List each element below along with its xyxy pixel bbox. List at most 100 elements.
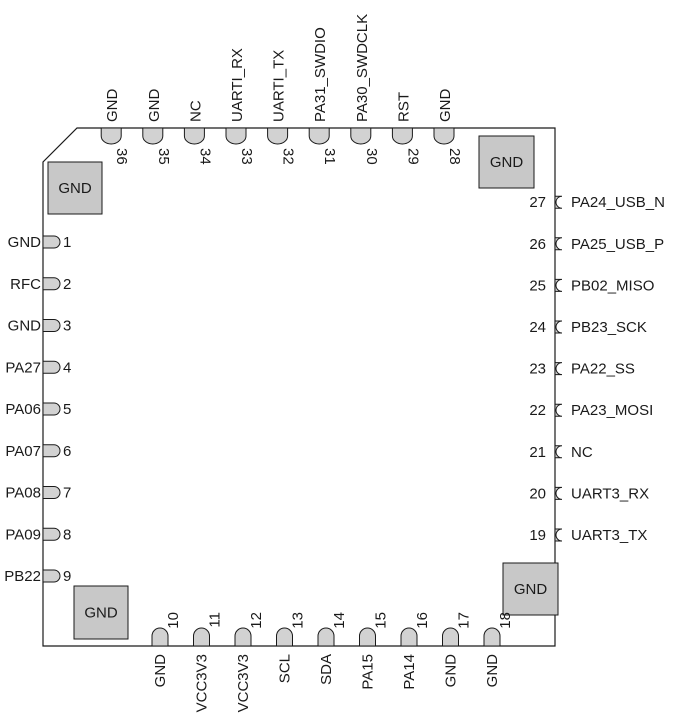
pin-name-label: NC — [187, 100, 204, 122]
gnd-pad-bottom-left: GND — [73, 585, 129, 640]
pin-pad — [42, 402, 61, 416]
pin-number-label: 19 — [529, 527, 546, 544]
pin-pad — [183, 127, 205, 145]
pin-number-label: 9 — [63, 568, 71, 585]
chip-body-outline — [42, 127, 556, 647]
pin-pad — [350, 127, 372, 145]
pin-name-label: UARTI_TX — [271, 50, 288, 122]
pin-number-label: 34 — [196, 148, 213, 165]
pin-name-label: PB02_MISO — [571, 277, 654, 294]
gnd-pad-label: GND — [514, 581, 548, 598]
pin-pad — [234, 627, 252, 647]
pin-pad — [42, 569, 61, 583]
pin-pad — [554, 445, 563, 459]
pin-pad — [554, 486, 563, 500]
pin-pad — [400, 627, 418, 647]
pin-number-label: 12 — [248, 612, 265, 629]
chip-body-layer — [42, 127, 556, 647]
pin-name-label: NC — [571, 444, 593, 461]
pin-4: PA27 4 — [5, 359, 71, 376]
gnd-pad-label: GND — [490, 154, 524, 171]
pin-number-label: 14 — [331, 612, 348, 629]
pin-name-label: PA08 — [5, 485, 41, 502]
pin-name-label: PA15 — [360, 654, 377, 690]
pin-name-label: PA23_MOSI — [571, 402, 653, 419]
pin-pad — [308, 127, 330, 145]
pin-number-label: 25 — [529, 277, 546, 294]
pin-name-label: PA25_USB_P — [571, 236, 664, 253]
pin-pad — [42, 360, 61, 374]
pin-number-label: 7 — [63, 485, 71, 502]
pin-29: RST 29 — [391, 92, 421, 165]
pin-pad — [433, 127, 455, 145]
gnd-pad-bottom-right: GND — [502, 562, 559, 616]
pin-pad — [42, 527, 61, 541]
pin-name-label: VCC3V3 — [235, 654, 252, 712]
pin-pad — [359, 627, 376, 647]
pin-number-label: 13 — [290, 612, 307, 629]
pin-pad — [42, 277, 61, 291]
pin-name-label: GND — [484, 654, 501, 688]
pin-pad — [554, 237, 563, 251]
pin-number-label: 18 — [497, 612, 514, 629]
pin-26: PA25_USB_P26 — [529, 236, 664, 253]
pin-name-label: RST — [395, 92, 412, 122]
pin-name-label: RFC — [10, 276, 41, 293]
pin-number-label: 22 — [529, 402, 546, 419]
pin-number-label: 27 — [529, 194, 546, 211]
pin-name-label: PA27 — [5, 359, 41, 376]
pin-name-label: PB22 — [4, 568, 41, 585]
pin-number-label: 28 — [446, 148, 463, 165]
pin-number-label: 5 — [63, 401, 71, 418]
pin-7: PA08 7 — [5, 485, 71, 502]
pin-name-label: GND — [437, 89, 454, 123]
pin-pad — [554, 320, 563, 334]
pin-9: PB22 9 — [4, 568, 71, 585]
pin-name-label: GND — [8, 318, 42, 335]
pin-name-label: UARTI_RX — [229, 48, 246, 122]
pin-number-label: 29 — [404, 148, 421, 165]
pin-pad — [142, 127, 164, 145]
pin-number-label: 11 — [207, 612, 224, 628]
pin-pad — [42, 444, 61, 458]
pin-33: UARTI_RX 33 — [225, 48, 255, 165]
pin-number-label: 33 — [238, 148, 255, 165]
pin-number-label: 4 — [63, 359, 71, 376]
pin-3: GND 3 — [8, 318, 72, 335]
pin-number-label: 16 — [414, 612, 431, 629]
pin-pad — [276, 627, 293, 647]
pin-pad — [554, 362, 563, 376]
pin-name-label: SCL — [277, 654, 294, 683]
gnd-pad-rect — [502, 562, 559, 616]
gnd-pad-rect — [47, 161, 103, 215]
pin-pad — [267, 127, 289, 145]
pin-name-label: PA24_USB_N — [571, 194, 665, 211]
pin-number-label: 17 — [456, 612, 473, 629]
pin-name-label: GND — [8, 234, 42, 251]
pin-number-label: 3 — [63, 318, 71, 335]
pin-name-label: PA06 — [5, 401, 41, 418]
pin-name-label: PA07 — [5, 443, 41, 460]
pin-28: GND 28 — [433, 89, 463, 165]
pin-number-label: 31 — [321, 148, 338, 165]
pin-number-label: 8 — [63, 526, 71, 543]
pin-pad — [100, 127, 122, 145]
pin-pad — [554, 278, 563, 292]
